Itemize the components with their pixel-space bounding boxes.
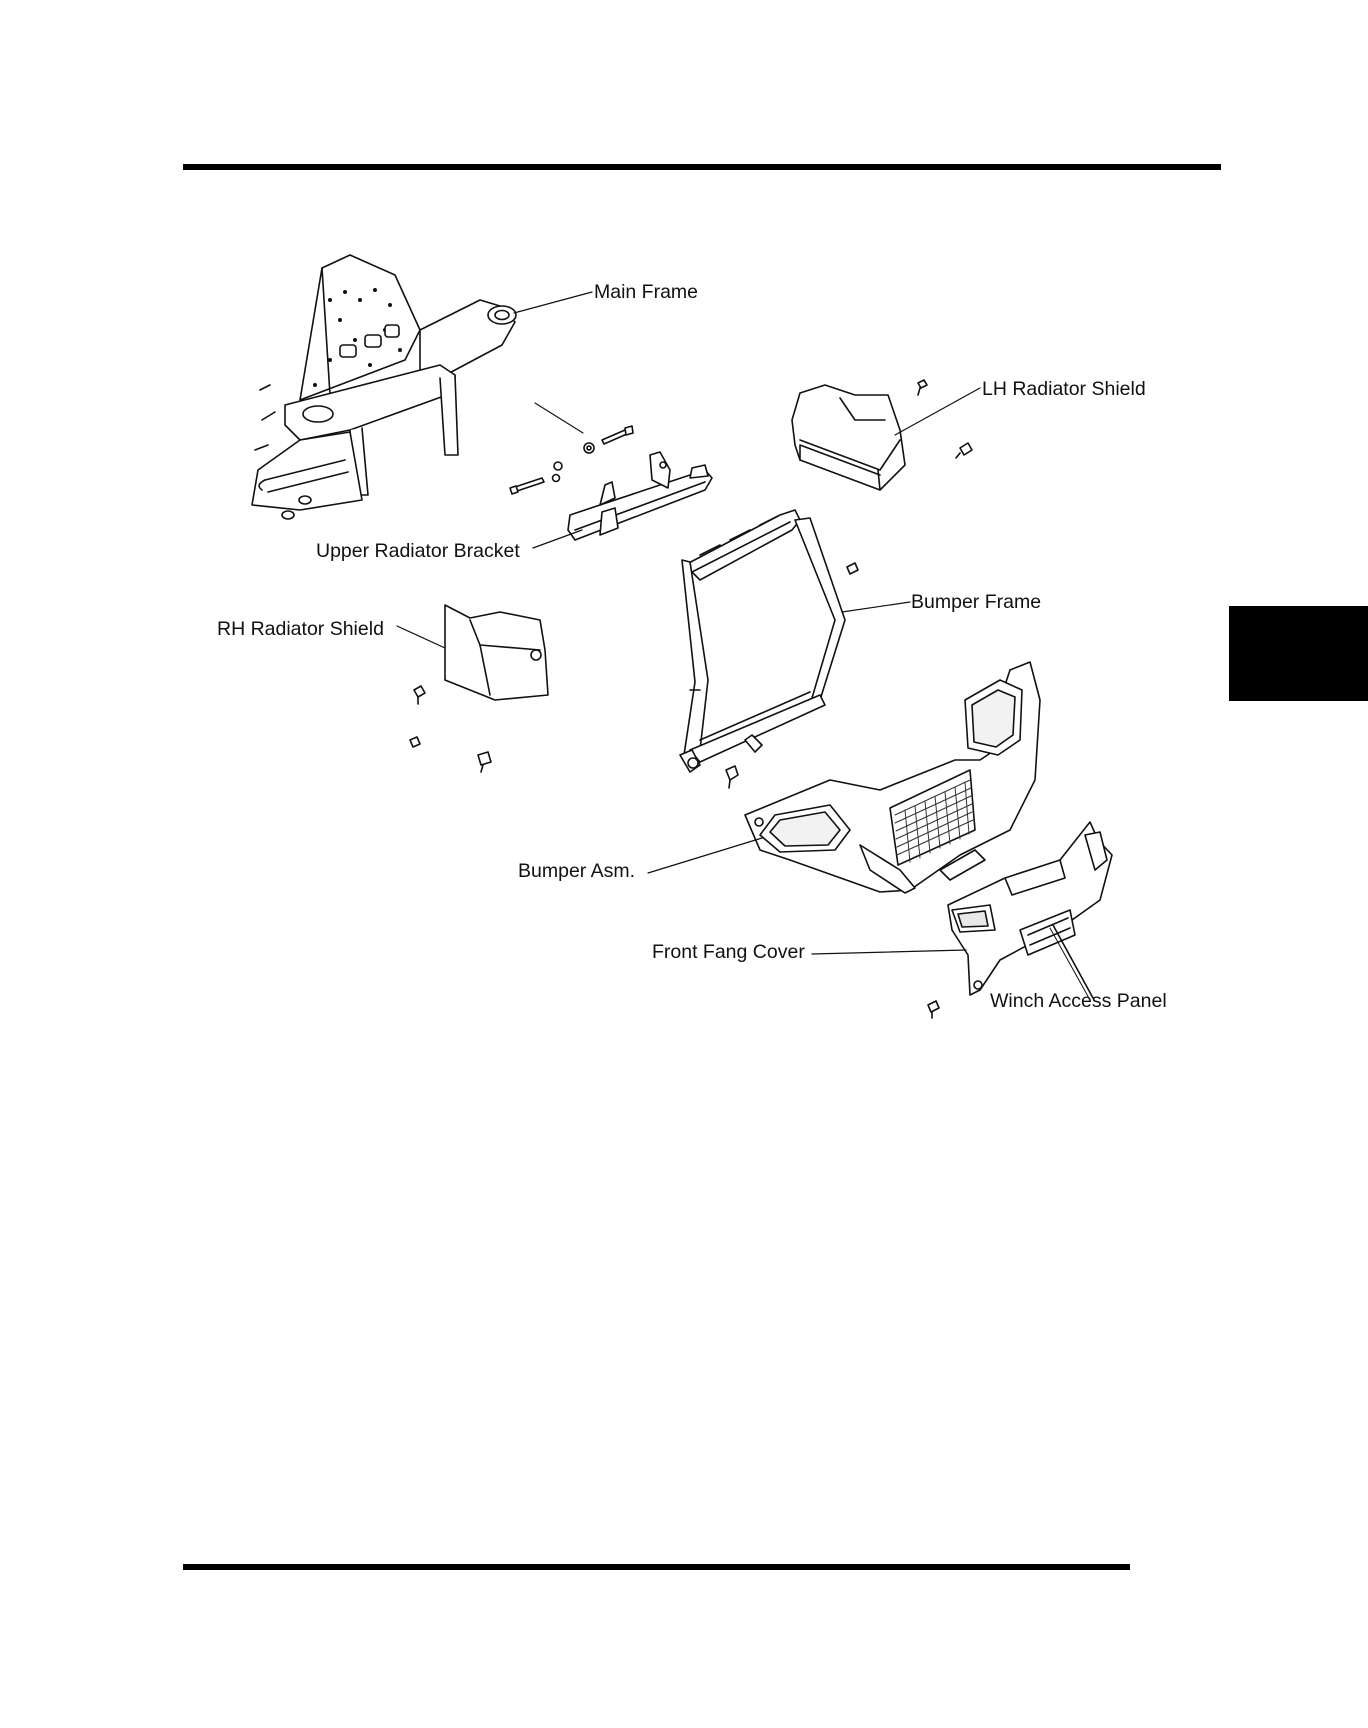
label-upper-radiator-bracket: Upper Radiator Bracket [316,542,520,562]
bumper-asm-leader [648,838,762,873]
bumper-frame-part [680,510,858,788]
label-rh-radiator-shield: RH Radiator Shield [217,620,384,640]
label-bumper-asm: Bumper Asm. [518,862,635,882]
front-fang-cover-leader [812,950,966,954]
lh-radiator-shield-part [792,380,972,490]
label-front-fang-cover: Front Fang Cover [652,943,805,963]
bracket-bolts [510,403,633,494]
main-frame-leader [514,292,592,313]
upper-radiator-bracket-part [568,452,712,540]
footer-rule [183,1564,1130,1570]
rh-radiator-shield-leader [397,626,445,648]
label-bumper-frame: Bumper Frame [911,593,1041,613]
bumper-assembly-part [745,662,1040,893]
lh-radiator-shield-leader [895,388,980,435]
label-winch-access-panel: Winch Access Panel [990,992,1167,1012]
rh-radiator-shield-part [410,605,548,772]
label-lh-radiator-shield: LH Radiator Shield [982,380,1146,400]
bumper-frame-leader [842,602,910,612]
main-frame-part [252,255,516,519]
label-main-frame: Main Frame [594,283,698,303]
